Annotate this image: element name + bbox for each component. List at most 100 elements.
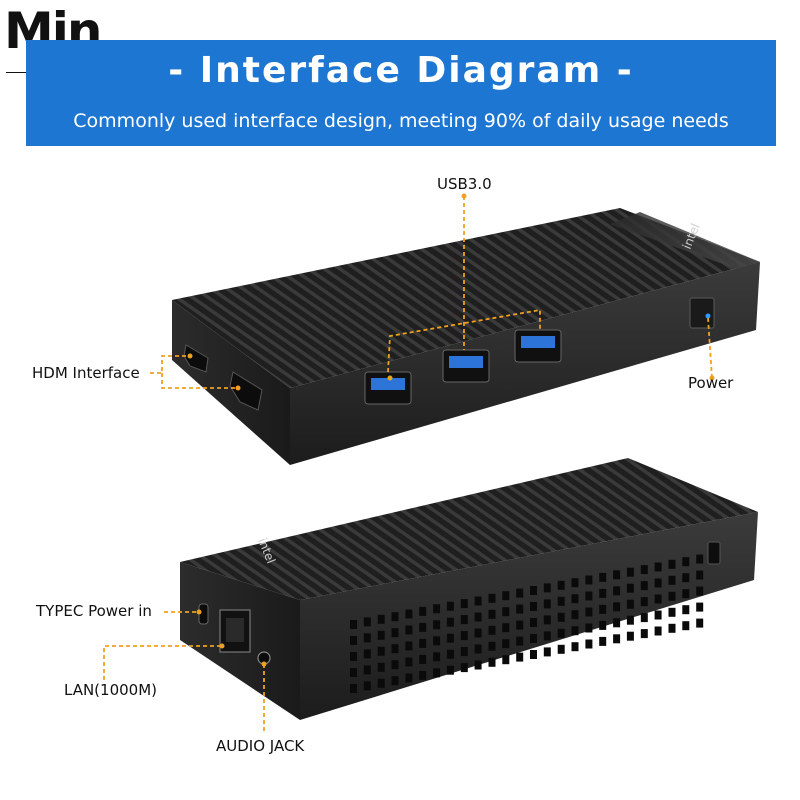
vent-hole [543,615,551,625]
vent-hole [405,625,413,635]
vent-hole [571,626,579,636]
vent-hole [363,665,371,675]
vent-hole [571,642,579,652]
vent-hole [682,589,690,599]
vent-hole [668,623,676,633]
vent-hole [502,623,510,633]
vent-hole [530,618,537,627]
vent-hole [516,620,524,630]
vent-hole [419,622,427,632]
vent-hole [488,657,496,667]
vent-hole [696,570,704,580]
vent-hole [363,617,371,627]
vent-hole [502,591,510,601]
vent-hole [543,631,551,641]
vent-hole [571,610,579,620]
vent-hole [557,580,565,590]
device-bottom: intel [180,458,758,720]
vent-hole [405,641,413,651]
vent-hole [460,615,468,625]
vent-hole [474,644,482,654]
vent-hole [654,594,662,604]
vent-hole [696,554,704,564]
vent-hole [391,660,399,670]
vent-hole [668,575,676,585]
device-top-front-face [290,262,760,465]
vent-hole [350,636,357,645]
vent-hole [460,631,468,641]
vent-hole [460,647,468,657]
vent-hole [502,655,510,665]
vent-hole [363,681,371,691]
hdmi-port-1 [183,344,209,373]
vent-hole [377,662,385,672]
vent-hole [350,684,357,693]
label-lan: LAN(1000M) [64,681,158,699]
vent-hole [668,559,676,569]
vent-hole [682,557,690,567]
vent-hole [682,573,690,583]
vent-hole [350,652,357,661]
vent-hole [640,581,648,591]
vent-hole [516,604,524,614]
vent-hole [474,628,482,638]
vent-hole [613,570,621,580]
vent-hole [696,602,704,612]
vent-hole [654,562,662,572]
vent-hole [516,588,524,598]
vent-hole [460,663,468,673]
vent-hole [530,602,537,611]
vent-hole [557,628,565,638]
vent-hole [571,594,579,604]
logo-divider-left [6,72,36,73]
vent-hole [446,633,454,643]
power-indicator [705,313,711,319]
label-usb3: USB3.0 [437,175,492,193]
device-top: intel [172,208,760,465]
vent-hole [391,612,399,622]
lan-port [219,609,251,653]
vent-hole [516,652,524,662]
side-slot [707,541,721,565]
vent-hole [419,606,427,616]
vent-hole [474,612,482,622]
vent-hole [377,646,385,656]
vent-hole [433,620,441,630]
vent-hole [654,578,662,588]
vent-hole [502,607,510,617]
vent-hole [585,639,593,649]
callout-power [707,317,713,379]
power-button [689,297,715,329]
vent-hole [363,633,371,643]
vent-hole [488,609,496,619]
vent-hole [543,583,551,593]
vent-hole [460,599,468,609]
vent-hole [530,586,537,595]
vent-hole [433,652,441,662]
vent-hole [613,618,621,628]
vent-hole [557,644,565,654]
vent-hole [516,636,524,646]
vent-hole [474,596,482,606]
vent-hole [474,660,482,670]
vent-hole [599,572,607,582]
banner-subtitle: Commonly used interface design, meeting … [73,110,729,132]
vent-hole [696,618,704,628]
usb-port-3 [514,329,562,363]
vent-hole [446,601,454,611]
vent-hole [377,678,385,688]
vent-hole [613,586,621,596]
vent-hole [668,607,676,617]
vent-hole [585,607,593,617]
vent-hole [585,575,593,585]
vent-hole [543,599,551,609]
vent-hole [654,610,662,620]
label-power: Power [688,374,734,392]
vent-hole [640,565,648,575]
vent-hole [488,625,496,635]
callouts [103,196,713,733]
vent-hole [626,567,634,577]
vent-hole [391,676,399,686]
vent-hole [571,578,579,588]
